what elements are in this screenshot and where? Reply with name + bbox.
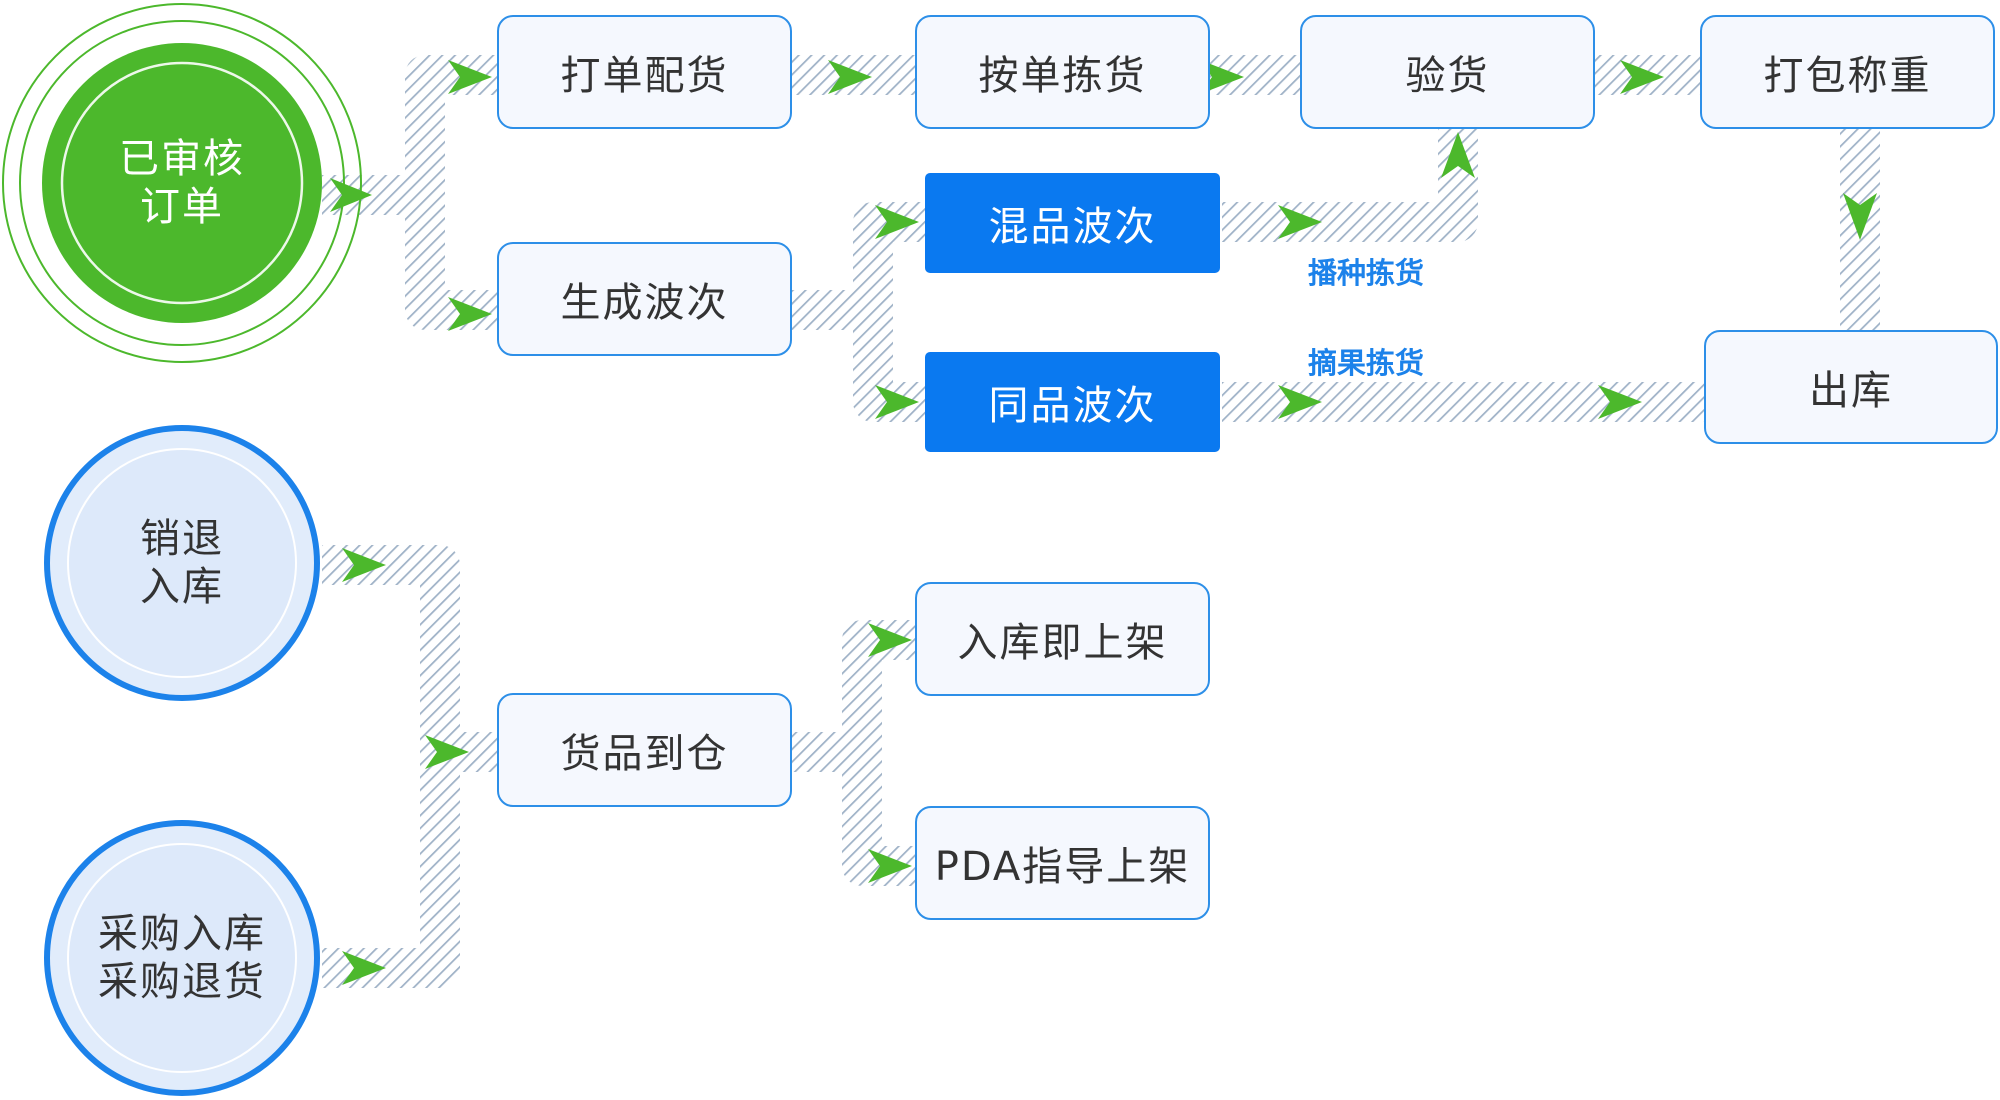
purchase-circle <box>44 820 320 1096</box>
node-pick-by-order[interactable]: 按单拣货 <box>915 15 1210 129</box>
connector-order-to-print <box>322 55 500 215</box>
sales-return-node[interactable]: 销退 入库 <box>62 483 302 643</box>
arrow-icon <box>828 60 872 94</box>
arrow-icon <box>868 849 912 883</box>
arrow-icon <box>1843 193 1877 240</box>
arrow-icon <box>448 60 492 94</box>
connector-purchase-to-arrive <box>322 752 460 988</box>
purchase-line-2: 采购退货 <box>98 959 266 1005</box>
arrow-icon <box>1278 385 1322 419</box>
connector-arrive-to-pda <box>842 752 918 886</box>
node-label: 打包称重 <box>1763 53 1932 99</box>
arrow-icon <box>425 735 469 769</box>
node-mixed-wave[interactable]: 混品波次 <box>925 173 1220 273</box>
arrow-icon <box>868 623 912 657</box>
sales-return-line-2: 入库 <box>140 564 224 610</box>
connector-return-to-arrive <box>322 545 500 772</box>
node-label: 打单配货 <box>560 53 729 99</box>
node-instant-shelve[interactable]: 入库即上架 <box>915 582 1210 696</box>
node-label: 同品波次 <box>988 383 1157 429</box>
arrow-icon <box>1278 205 1322 239</box>
node-label: 货品到仓 <box>560 731 729 777</box>
node-label: 验货 <box>1405 53 1490 99</box>
arrow-icon <box>342 548 386 582</box>
sales-return-circle <box>44 425 320 701</box>
node-generate-wave[interactable]: 生成波次 <box>497 242 792 356</box>
arrow-icon <box>342 951 386 985</box>
approved-order-circle <box>2 3 362 363</box>
node-label: PDA指导上架 <box>934 844 1191 890</box>
node-inspect[interactable]: 验货 <box>1300 15 1595 129</box>
arrow-icon <box>875 205 919 239</box>
node-label: 生成波次 <box>560 280 729 326</box>
arrow-icon <box>330 178 372 212</box>
connector-mixed-to-inspect <box>1222 128 1478 242</box>
purchase-line-1: 采购入库 <box>98 911 266 957</box>
node-label: 出库 <box>1809 368 1893 414</box>
arrow-icon <box>1620 60 1664 94</box>
sales-return-line-1: 销退 <box>140 516 224 562</box>
node-pda-shelve[interactable]: PDA指导上架 <box>915 806 1210 920</box>
node-pack-weigh[interactable]: 打包称重 <box>1700 15 1995 129</box>
arrow-icon <box>875 385 919 419</box>
edge-label-picking-pick: 摘果拣货 <box>1308 346 1425 380</box>
connector-order-to-wave <box>405 195 500 330</box>
node-label: 按单拣货 <box>978 53 1147 99</box>
node-goods-arrive[interactable]: 货品到仓 <box>497 693 792 807</box>
node-print-allocate[interactable]: 打单配货 <box>497 15 792 129</box>
approved-order-node[interactable]: 已审核 订单 <box>62 103 302 263</box>
node-label: 混品波次 <box>988 204 1157 250</box>
approved-order-line-2: 订单 <box>140 184 224 230</box>
approved-order-line-1: 已审核 <box>119 136 245 182</box>
arrow-icon <box>1200 60 1244 94</box>
purchase-node[interactable]: 采购入库 采购退货 <box>62 878 302 1038</box>
edge-label-seeding-pick: 播种拣货 <box>1308 256 1425 290</box>
arrow-icon <box>1441 132 1475 178</box>
connector-arrive-to-instant <box>842 620 918 752</box>
arrow-icon <box>1598 385 1642 419</box>
arrow-icon <box>448 297 492 331</box>
node-label: 入库即上架 <box>957 620 1168 666</box>
node-outbound[interactable]: 出库 <box>1704 330 1998 444</box>
node-same-wave[interactable]: 同品波次 <box>925 352 1220 452</box>
